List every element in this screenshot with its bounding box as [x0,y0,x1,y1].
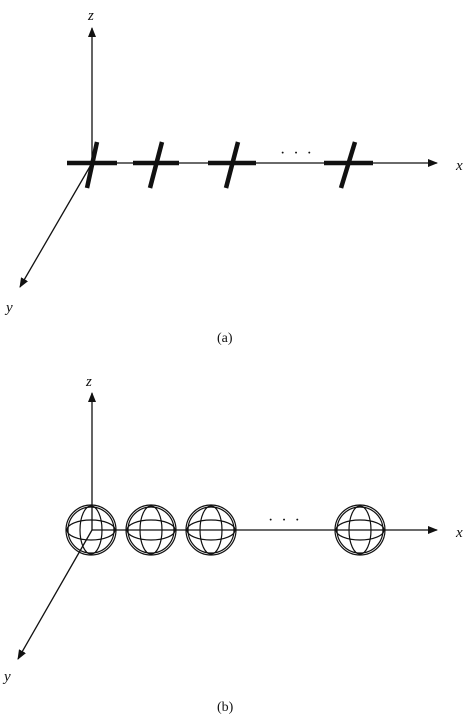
y-axis-a [19,162,93,288]
y-axis-label-a: y [4,300,13,316]
x-axis-label-a: x [455,158,463,174]
caption-a: (a) [217,331,233,346]
y-axis-b [17,529,93,660]
panel-a: z x y · · · (a) [4,8,463,346]
caption-b: (b) [217,700,234,715]
y-axis-label-b: y [2,669,11,685]
dipole-element [208,141,256,189]
ellipsis-a: · · · [280,145,314,162]
x-axis-label-b: x [455,525,463,541]
dipole-element [133,141,179,189]
sphere-element [334,504,386,556]
dipole-element [324,141,373,189]
z-axis-label-a: z [87,8,94,24]
ellipsis-b: · · · [268,512,302,529]
dipole-element [67,141,117,189]
panel-b: z x y · · · (b) [2,374,463,715]
sphere-element [125,504,177,556]
sphere-element [65,504,117,556]
z-axis-label-b: z [85,374,92,390]
sphere-element [185,504,237,556]
